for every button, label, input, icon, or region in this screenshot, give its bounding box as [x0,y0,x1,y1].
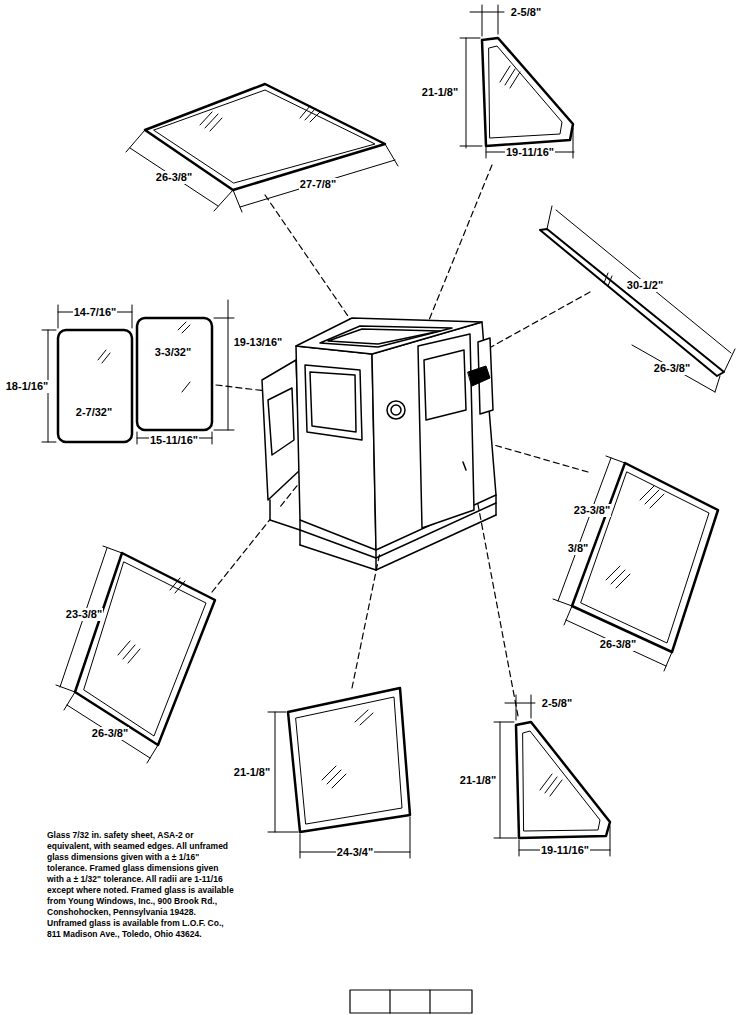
dimension-label: 23-3/8" [573,504,611,517]
dimension-label: 26-3/8" [155,171,193,184]
dimension-label: 26-3/8" [653,362,691,375]
dimension-lines [126,130,398,212]
dimension-label: 24-3/4" [336,846,374,859]
dimension-label: 27-7/8" [299,178,337,191]
dimension-label: 21-1/8" [421,86,459,99]
dimension-label: 2-7/32" [75,406,113,419]
dimension-label: 23-3/8" [65,608,103,621]
triangle-glass [516,722,610,838]
dimension-label: 18-1/16" [5,380,50,393]
dimension-label: 2-5/8" [510,6,542,19]
leader-lines [212,165,590,716]
dimension-label: 26-3/8" [91,727,129,740]
dimension-label: 19-11/16" [505,146,555,159]
dimension-label: 14-7/16" [73,306,118,319]
dimension-label: 15-11/16" [149,434,199,447]
dimension-label: 2-5/8" [541,697,573,710]
dimension-label: 26-3/8" [599,638,637,651]
windshield-glass [540,229,724,376]
hinge-strip [468,366,490,386]
door-glass [572,463,718,652]
note-text: Glass 7/32 in. safety sheet, ASA-2 or eq… [47,830,237,940]
dimension-label: 30-1/2" [626,279,664,292]
dimension-label: 19-13/16" [233,336,284,349]
front-glass [288,688,410,832]
cab-illustration [262,318,496,570]
dimension-label: 19-11/16" [540,844,590,857]
dimension-label: 3/8" [567,542,590,555]
dimension-label: 21-1/8" [459,774,497,787]
sliding-glass [58,318,212,442]
dimension-label: 3-3/32" [154,346,192,359]
page-box [350,990,472,1013]
triangle-glass [482,38,573,146]
dimension-label: 21-1/8" [233,766,271,779]
